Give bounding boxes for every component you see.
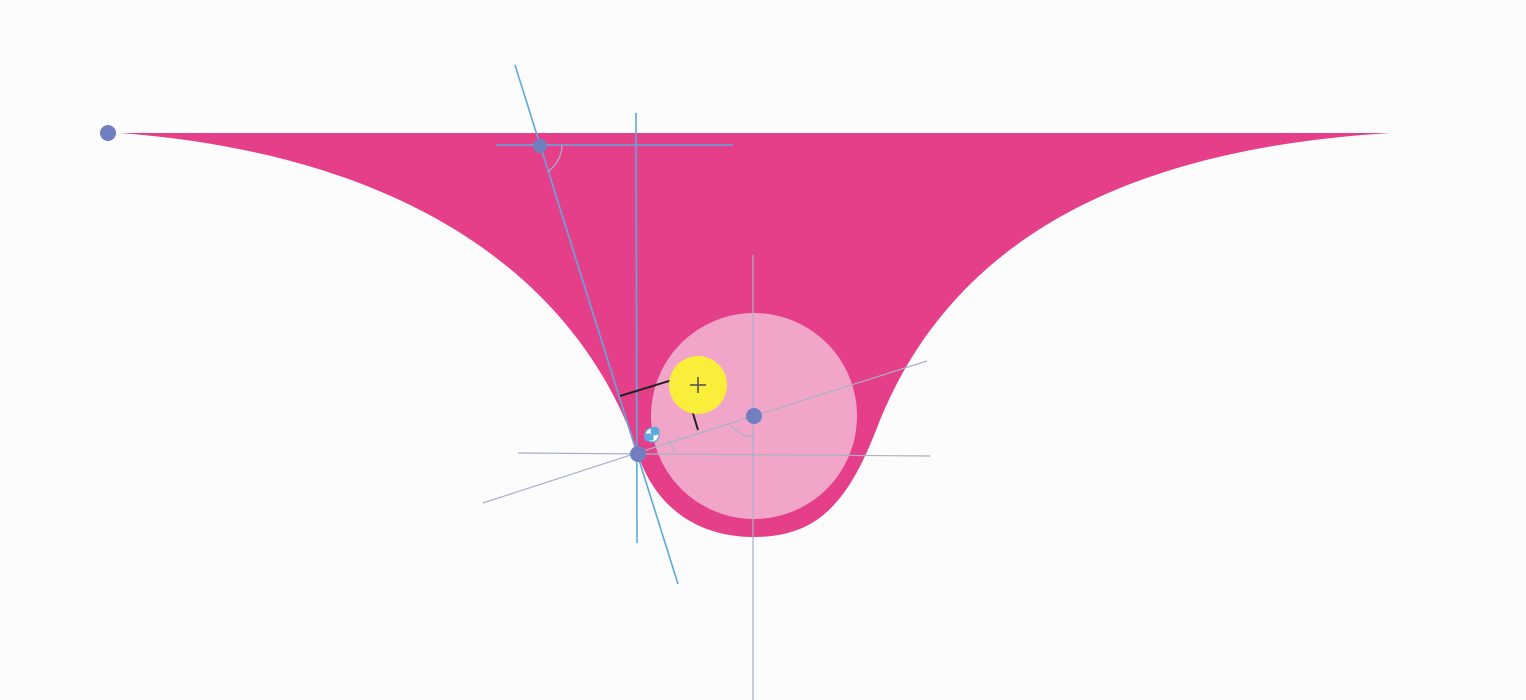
crosshair-plus-icon: [669, 356, 727, 414]
tangent-guide-right: [639, 360, 928, 453]
gray-guides: [482, 255, 931, 700]
snap-target-icon: [644, 426, 660, 443]
anchor-point-handle[interactable]: [533, 139, 547, 153]
angle-arc-bottom: [667, 439, 677, 453]
anchor-points[interactable]: [100, 125, 762, 462]
anchor-point-left[interactable]: [100, 125, 116, 141]
vertical-handle-guide[interactable]: [635, 112, 638, 544]
anchor-point-center[interactable]: [746, 408, 762, 424]
horizontal-baseline-guide: [517, 452, 931, 457]
angle-arc-center: [729, 424, 756, 437]
angle-arcs: [547, 144, 756, 453]
anchor-point-bottom[interactable]: [630, 446, 646, 462]
tangent-guide-left: [482, 451, 641, 504]
angle-arc-top: [547, 144, 563, 173]
